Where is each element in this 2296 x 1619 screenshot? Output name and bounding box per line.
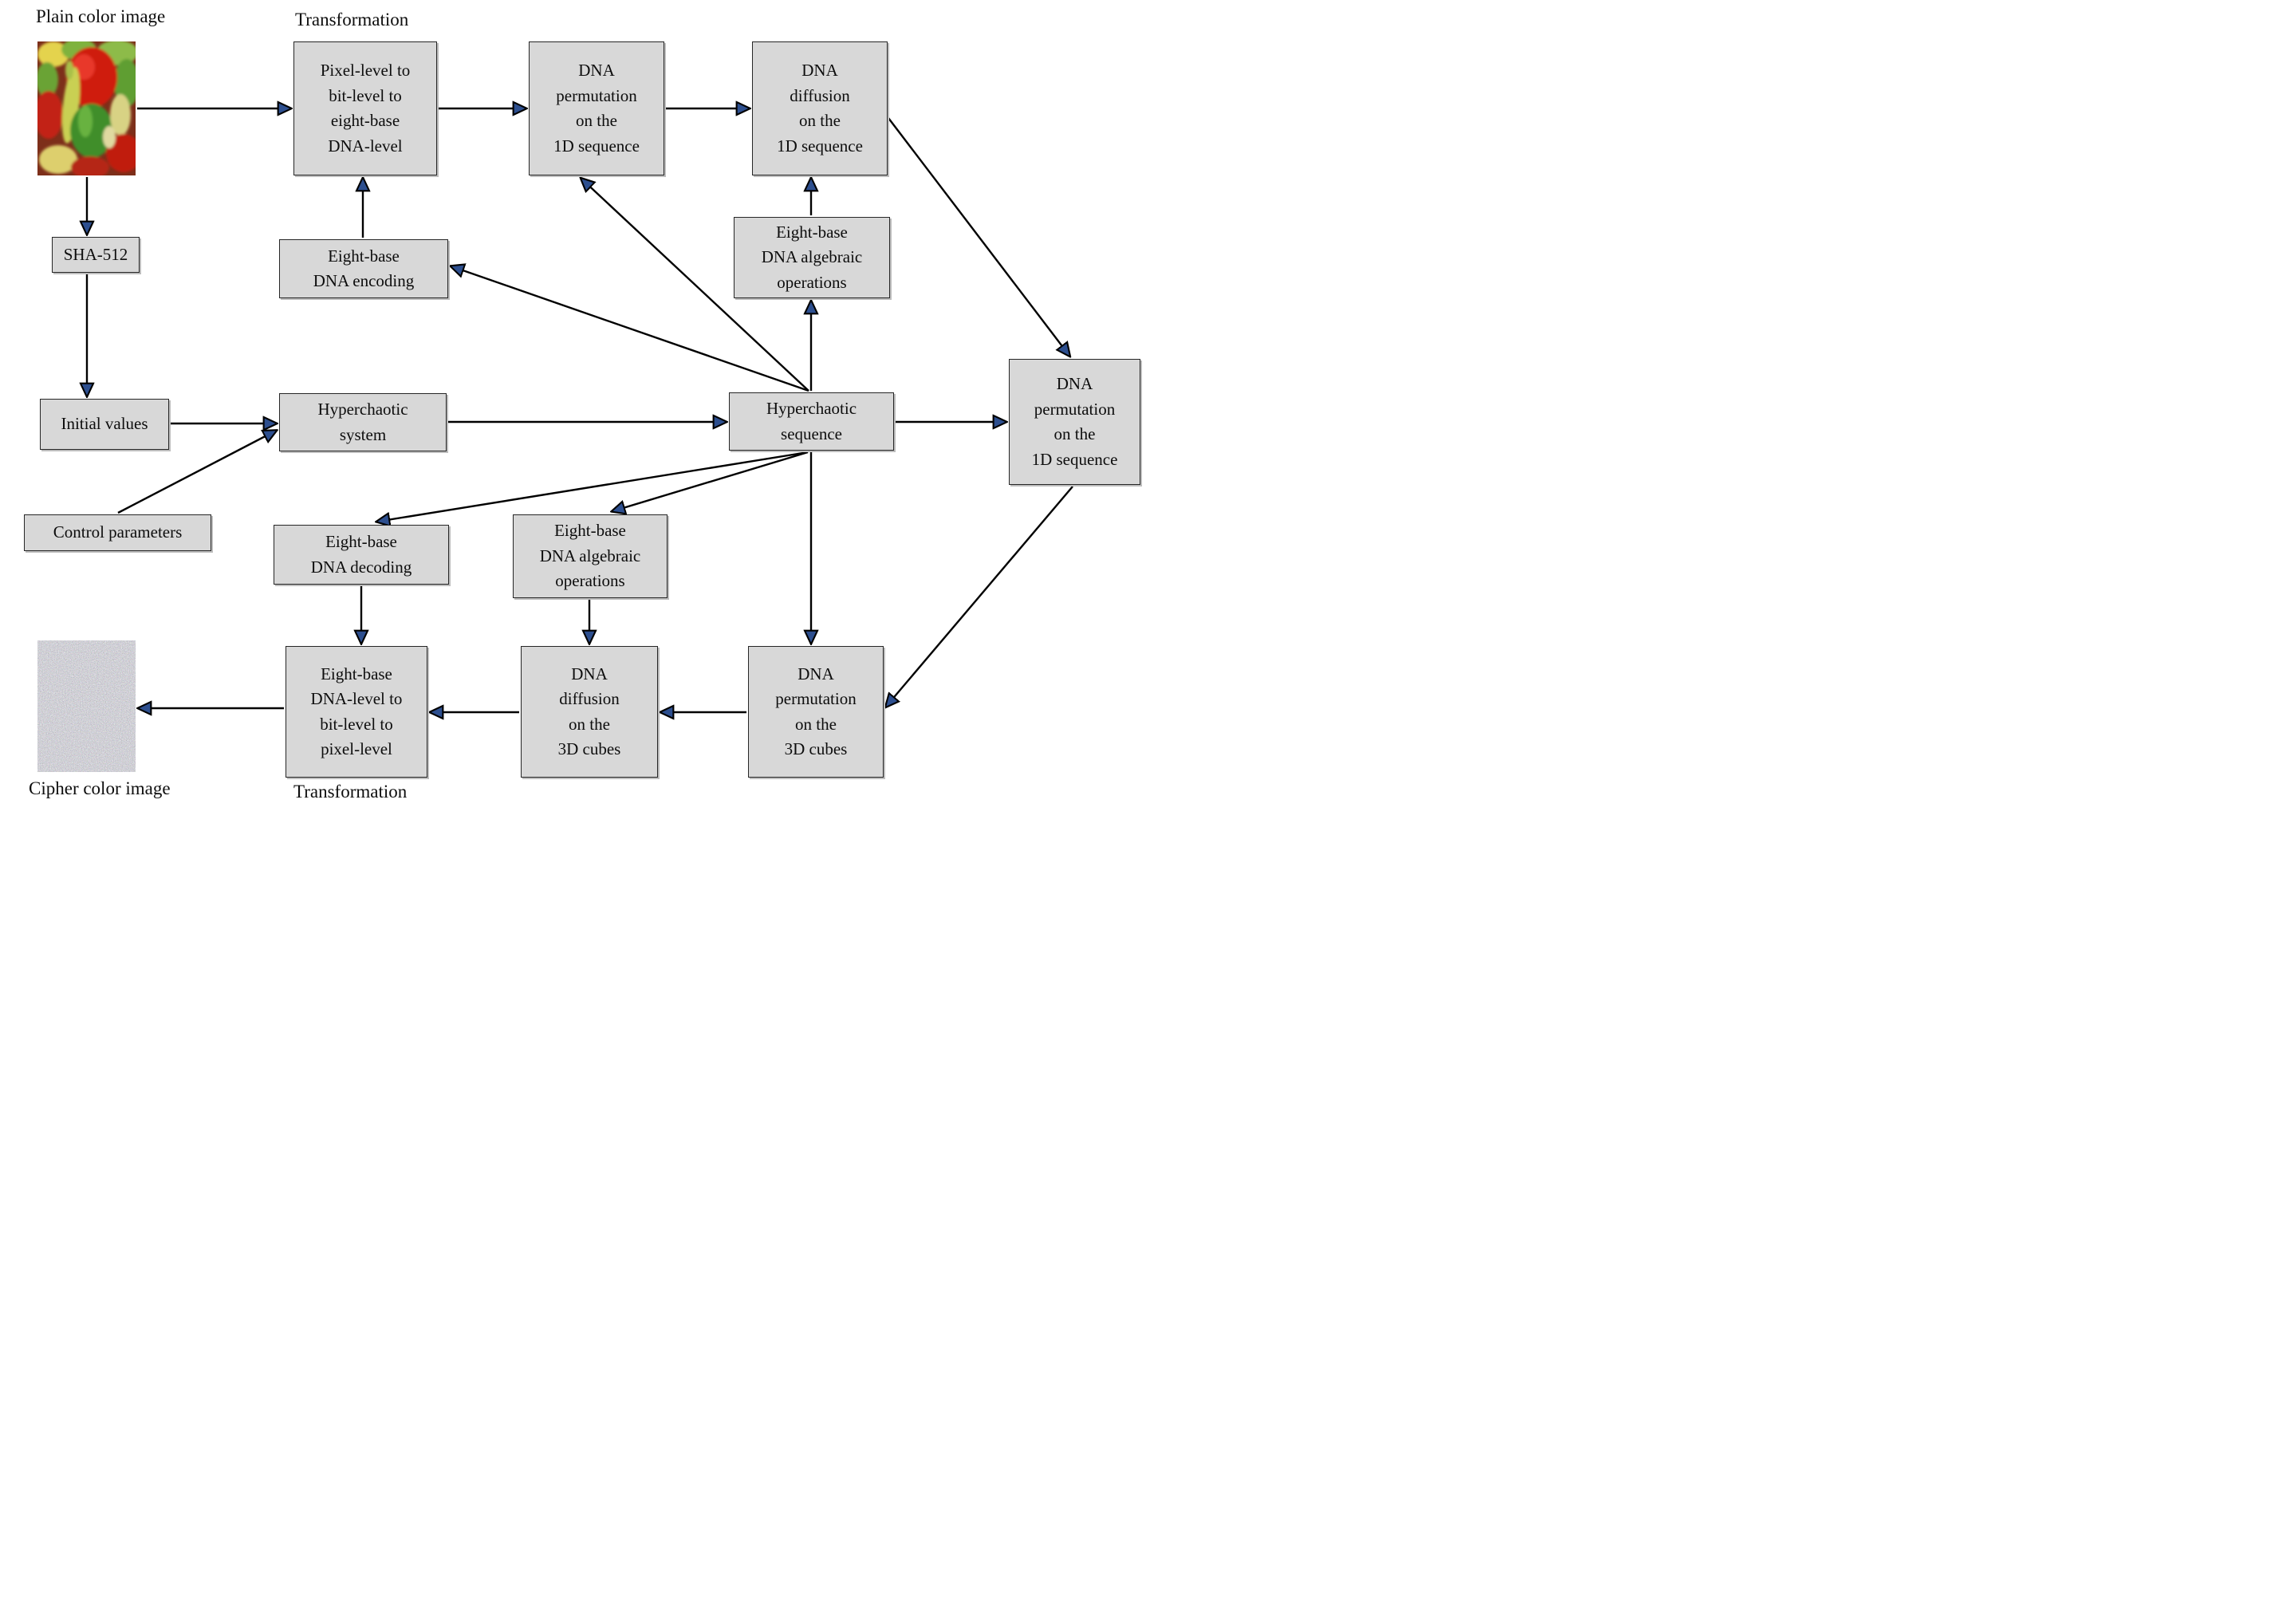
- noise-image-icon: [37, 640, 136, 772]
- node-dna-algebraic-operations-top: Eight-base DNA algebraic operations: [734, 217, 890, 298]
- dna-encryption-flow-diagram: Plain color image Transformation Cipher …: [0, 0, 1148, 810]
- node-eight-base-dna-encoding: Eight-base DNA encoding: [279, 239, 448, 298]
- node-pixel-to-dna-transformation: Pixel-level to bit-level to eight-base D…: [293, 41, 437, 175]
- node-hyperchaotic-system: Hyperchaotic system: [279, 393, 447, 451]
- node-dna-diffusion-1d: DNA diffusion on the 1D sequence: [752, 41, 888, 175]
- node-dna-algebraic-operations-bottom: Eight-base DNA algebraic operations: [513, 514, 668, 598]
- node-dna-to-pixel-transformation: Eight-base DNA-level to bit-level to pix…: [286, 646, 427, 778]
- arrow-sequence-to-dna-encoding: [451, 266, 809, 392]
- transformation-label-top: Transformation: [295, 10, 409, 30]
- node-hyperchaotic-sequence: Hyperchaotic sequence: [729, 392, 894, 451]
- arrow-sequence-to-permutation-1d: [581, 179, 809, 392]
- node-sha-512: SHA-512: [52, 237, 140, 273]
- arrow-permutation-1d-right-to-permutation-3d: [886, 486, 1073, 707]
- node-eight-base-dna-decoding: Eight-base DNA decoding: [274, 525, 449, 585]
- arrow-sequence-to-dna-decoding: [377, 451, 809, 522]
- cipher-color-image-thumbnail: [37, 640, 136, 772]
- node-control-parameters: Control parameters: [24, 514, 211, 551]
- arrow-diffusion-1d-to-permutation-1d-right: [888, 117, 1069, 356]
- node-dna-diffusion-3d: DNA diffusion on the 3D cubes: [521, 646, 658, 778]
- node-dna-permutation-1d-right: DNA permutation on the 1D sequence: [1009, 359, 1140, 485]
- plain-color-image-thumbnail: [37, 41, 136, 175]
- arrow-control-parameters-to-hyperchaotic-system: [117, 431, 276, 514]
- node-initial-values: Initial values: [40, 399, 169, 450]
- peppers-photo-icon: [37, 41, 136, 175]
- node-dna-permutation-3d: DNA permutation on the 3D cubes: [748, 646, 884, 778]
- transformation-label-bottom: Transformation: [293, 782, 408, 802]
- plain-color-image-label: Plain color image: [36, 6, 166, 26]
- cipher-color-image-label: Cipher color image: [29, 778, 171, 798]
- arrow-sequence-to-algebraic-bottom: [612, 451, 809, 511]
- node-dna-permutation-1d: DNA permutation on the 1D sequence: [529, 41, 664, 175]
- flow-arrows: [0, 0, 1073, 810]
